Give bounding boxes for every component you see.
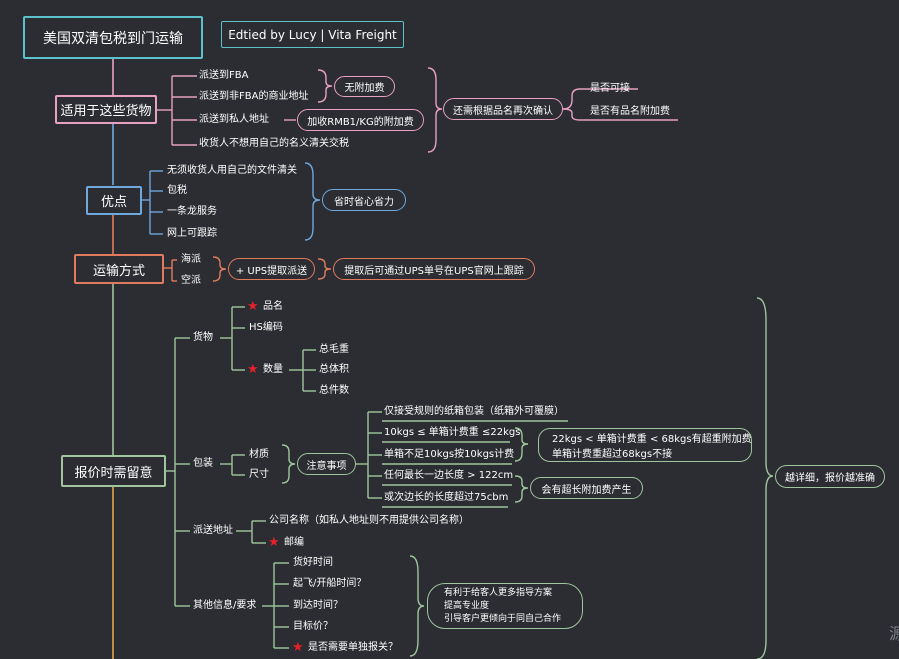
packaging-note-weight-range: 10kgs ≤ 单箱计费重 ≤22kgs xyxy=(384,427,521,438)
quote-section-title[interactable]: 报价时需留意 xyxy=(61,455,166,487)
no-surcharge-badge: 无附加费 xyxy=(334,76,395,97)
quantity-volume: 总体积 xyxy=(319,364,349,375)
packaging-note-second-side: 或次边长的长度超过75cbm xyxy=(384,492,509,503)
packaging-note-carton: 仅接受规则的纸箱包装（纸箱外可覆膜） xyxy=(384,406,564,417)
advantages-section-title[interactable]: 优点 xyxy=(86,186,142,215)
overweight-note-reject: 单箱计费重超过68kgs不接 xyxy=(552,449,673,460)
quantity-pieces: 总件数 xyxy=(319,385,349,396)
delivery-company-name: 公司名称（如私人地址则不用提供公司名称） xyxy=(269,515,469,526)
goods-item-fba: 派送到FBA xyxy=(199,70,249,81)
confirm-option-accept: 是否可接 xyxy=(590,83,630,94)
goods-section-title[interactable]: 适用于这些货物 xyxy=(55,95,157,124)
goods-item-nonfba: 派送到非FBA的商业地址 xyxy=(199,91,309,102)
advantage-item-tax: 包税 xyxy=(167,185,187,196)
confirm-option-surcharge: 是否有品名附加费 xyxy=(590,106,670,117)
advantage-item-tracking: 网上可跟踪 xyxy=(167,228,217,239)
other-arrival-time: 到达时间？ xyxy=(293,600,343,611)
ups-tracking-badge: 提取后可通过UPS单号在UPS官网上跟踪 xyxy=(333,258,535,280)
packaging-notes-badge: 注意事项 xyxy=(297,453,356,475)
private-surcharge-badge: 加收RMB1/KG的附加费 xyxy=(297,109,424,131)
other-ready-time: 货好时间 xyxy=(293,557,333,568)
goods-item-consignee: 收货人不想用自己的名义清关交税 xyxy=(199,138,349,149)
goods-item-private: 派送到私人地址 xyxy=(199,114,269,125)
delivery-label: 派送地址 xyxy=(193,525,233,536)
advantage-item-onestop: 一条龙服务 xyxy=(167,206,217,217)
shipping-item-air: 空派 xyxy=(181,275,201,286)
packaging-note-longest-side: 任何最长一边长度 > 122cm xyxy=(384,470,514,481)
packaging-note-min-weight: 单箱不足10kgs按10kgs计费 xyxy=(384,449,515,460)
advantages-connectors xyxy=(142,162,321,241)
ups-pickup-badge: + UPS提取派送 xyxy=(228,258,315,280)
advantages-summary-badge: 省时省心省力 xyxy=(322,189,406,211)
watermark: 源 xyxy=(889,624,899,643)
other-target-price: 目标价？ xyxy=(293,621,333,632)
quantity-gross-weight: 总毛重 xyxy=(319,344,349,355)
goods-connectors xyxy=(157,67,678,153)
quote-connectors xyxy=(166,297,774,659)
advantage-item-docs: 无须收货人用自己的文件清关 xyxy=(167,165,297,176)
overweight-note-surcharge: 22kgs < 单箱计费重 < 68kgs有超重附加费 xyxy=(552,434,752,445)
overlength-note-badge: 会有超长附加费产生 xyxy=(530,477,643,499)
benefits-badge: 有利于给客人更多指导方案 提高专业度 引导客户更倾向于同自己合作 xyxy=(427,583,583,629)
packaging-material: 材质 xyxy=(249,449,269,460)
overweight-note-badge: 22kgs < 单箱计费重 < 68kgs有超重附加费 单箱计费重超过68kgs… xyxy=(538,428,752,462)
confirm-badge: 还需根据品名再次确认 xyxy=(443,98,563,120)
other-departure-time: 起飞/开船时间？ xyxy=(293,578,367,589)
credit-label: Edtied by Lucy | Vita Freight xyxy=(221,21,404,48)
other-separate-declaration: 是否需要单独报关？ xyxy=(308,642,398,653)
cargo-item-name: 品名 xyxy=(263,301,283,312)
star-icon: ★ xyxy=(292,640,304,655)
packaging-size: 尺寸 xyxy=(249,469,269,480)
other-info-label: 其他信息/要求 xyxy=(193,600,257,611)
shipping-item-sea: 海派 xyxy=(181,254,201,265)
shipping-connectors xyxy=(164,256,332,282)
root-title[interactable]: 美国双清包税到门运输 xyxy=(23,16,203,59)
quote-summary-badge: 越详细，报价越准确 xyxy=(775,465,885,488)
benefit-guidance: 有利于给客人更多指导方案 xyxy=(444,587,553,598)
star-icon: ★ xyxy=(268,535,280,550)
cargo-item-quantity: 数量 xyxy=(263,364,283,375)
benefit-cooperation: 引导客户更倾向于同自己合作 xyxy=(444,613,562,624)
star-icon: ★ xyxy=(247,362,259,377)
delivery-zipcode: 邮编 xyxy=(284,537,304,548)
cargo-label: 货物 xyxy=(193,332,213,343)
shipping-section-title[interactable]: 运输方式 xyxy=(74,254,164,284)
star-icon: ★ xyxy=(247,299,259,314)
packaging-label: 包装 xyxy=(193,458,213,469)
benefit-professional: 提高专业度 xyxy=(444,600,490,611)
cargo-item-hscode: HS编码 xyxy=(249,322,283,333)
